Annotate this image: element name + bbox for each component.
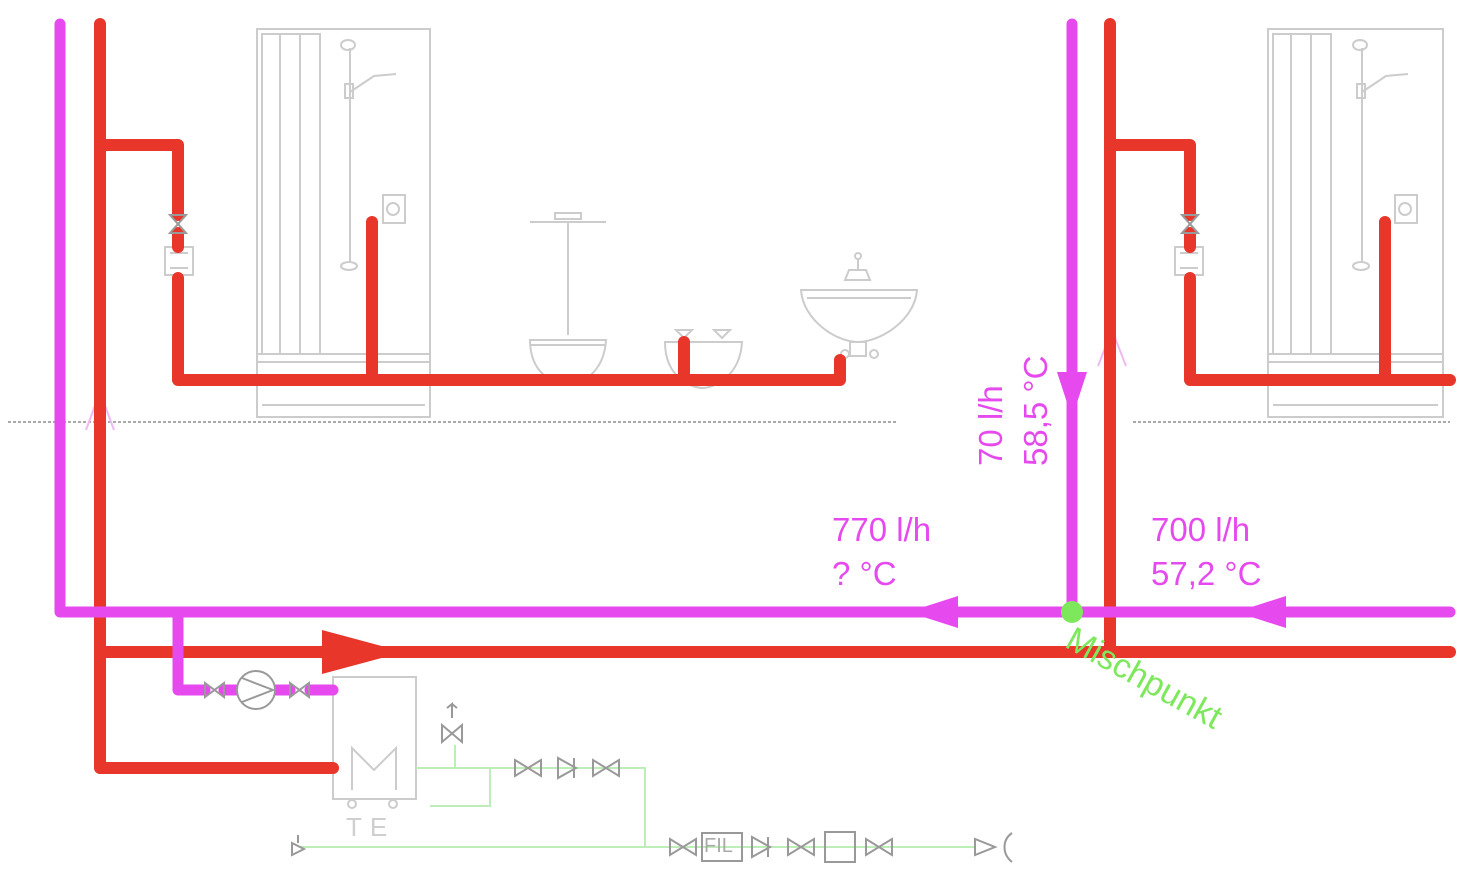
safety-valve <box>441 701 463 745</box>
hot-branch-right-shower <box>1104 139 1196 221</box>
circulation-pump <box>204 670 310 710</box>
hot-riser-left <box>94 18 339 774</box>
shower-cabin-left <box>256 28 431 418</box>
valve-3 <box>669 837 697 857</box>
right-temp-label: 57,2 °C <box>1151 555 1262 592</box>
hot-branch-right-floor <box>1184 272 1456 386</box>
valve-1 <box>514 758 542 778</box>
riser-flow-label: 70 l/h <box>972 385 1009 466</box>
filter-tag: FIL <box>704 835 733 857</box>
left-flow-label: 770 l/h <box>832 511 932 548</box>
filter-box <box>701 832 743 862</box>
drain-valve <box>291 835 307 857</box>
circulation-pipes <box>54 18 1456 696</box>
supply-inlet <box>974 832 1013 863</box>
right-flow-label: 700 l/h <box>1151 511 1251 548</box>
shower-valve-symbols <box>167 214 1201 234</box>
cold-water-lines <box>300 745 975 848</box>
valve-4 <box>787 837 815 857</box>
hot-branch-left-floor <box>172 272 846 386</box>
check-valve-2 <box>751 835 773 859</box>
circ-riser-left <box>54 18 1456 618</box>
mixing-point <box>1061 601 1083 623</box>
toilet <box>528 212 608 387</box>
riser-temp-label: 58,5 °C <box>1017 355 1054 466</box>
bidet <box>663 329 744 390</box>
circ-arrow-main-right <box>1236 596 1286 628</box>
circ-to-pump <box>172 606 211 696</box>
circ-arrow-main-left <box>908 596 958 628</box>
check-valve-1 <box>557 756 579 780</box>
hot-flow-arrow <box>322 630 404 674</box>
hot-branch-left-shower <box>94 139 184 221</box>
left-temp-label: ? °C <box>832 555 897 592</box>
heater-tag: TE <box>346 812 396 842</box>
valve-2 <box>592 758 620 778</box>
valves <box>291 701 1013 863</box>
shower-cabin-right <box>1267 28 1444 418</box>
hot-water-pipes <box>94 18 1456 774</box>
meter-box <box>824 831 856 863</box>
valve-5 <box>865 837 893 857</box>
water-heater <box>332 676 417 809</box>
circ-arrow-riser <box>1057 372 1087 418</box>
washbasin <box>799 252 919 359</box>
